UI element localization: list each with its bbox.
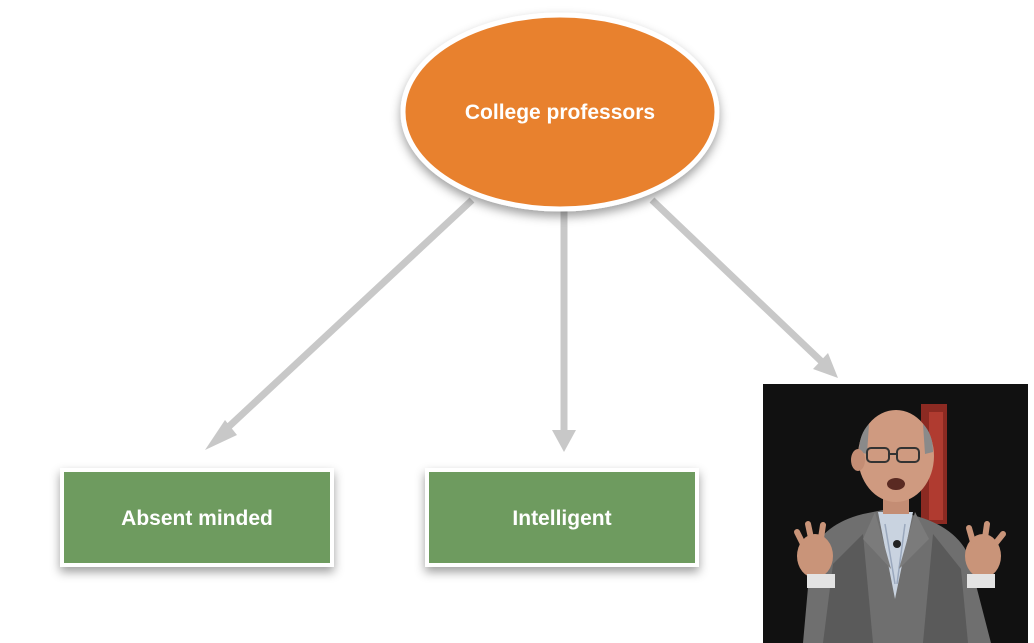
root-node-label: College professors [465, 101, 655, 124]
arrow-to-photo [649, 197, 838, 378]
professor-photo [763, 384, 1028, 643]
arrow-to-intelligent [552, 210, 576, 452]
child-node-intelligent: Intelligent [425, 468, 699, 567]
arrow-to-absent-minded [205, 197, 475, 450]
child-node-label: Absent minded [121, 507, 273, 530]
root-node: College professors [400, 12, 720, 212]
man-in-gray-suit-speaking-icon [763, 384, 1028, 643]
child-node-label: Intelligent [512, 507, 611, 530]
child-node-absent-minded: Absent minded [60, 468, 334, 567]
